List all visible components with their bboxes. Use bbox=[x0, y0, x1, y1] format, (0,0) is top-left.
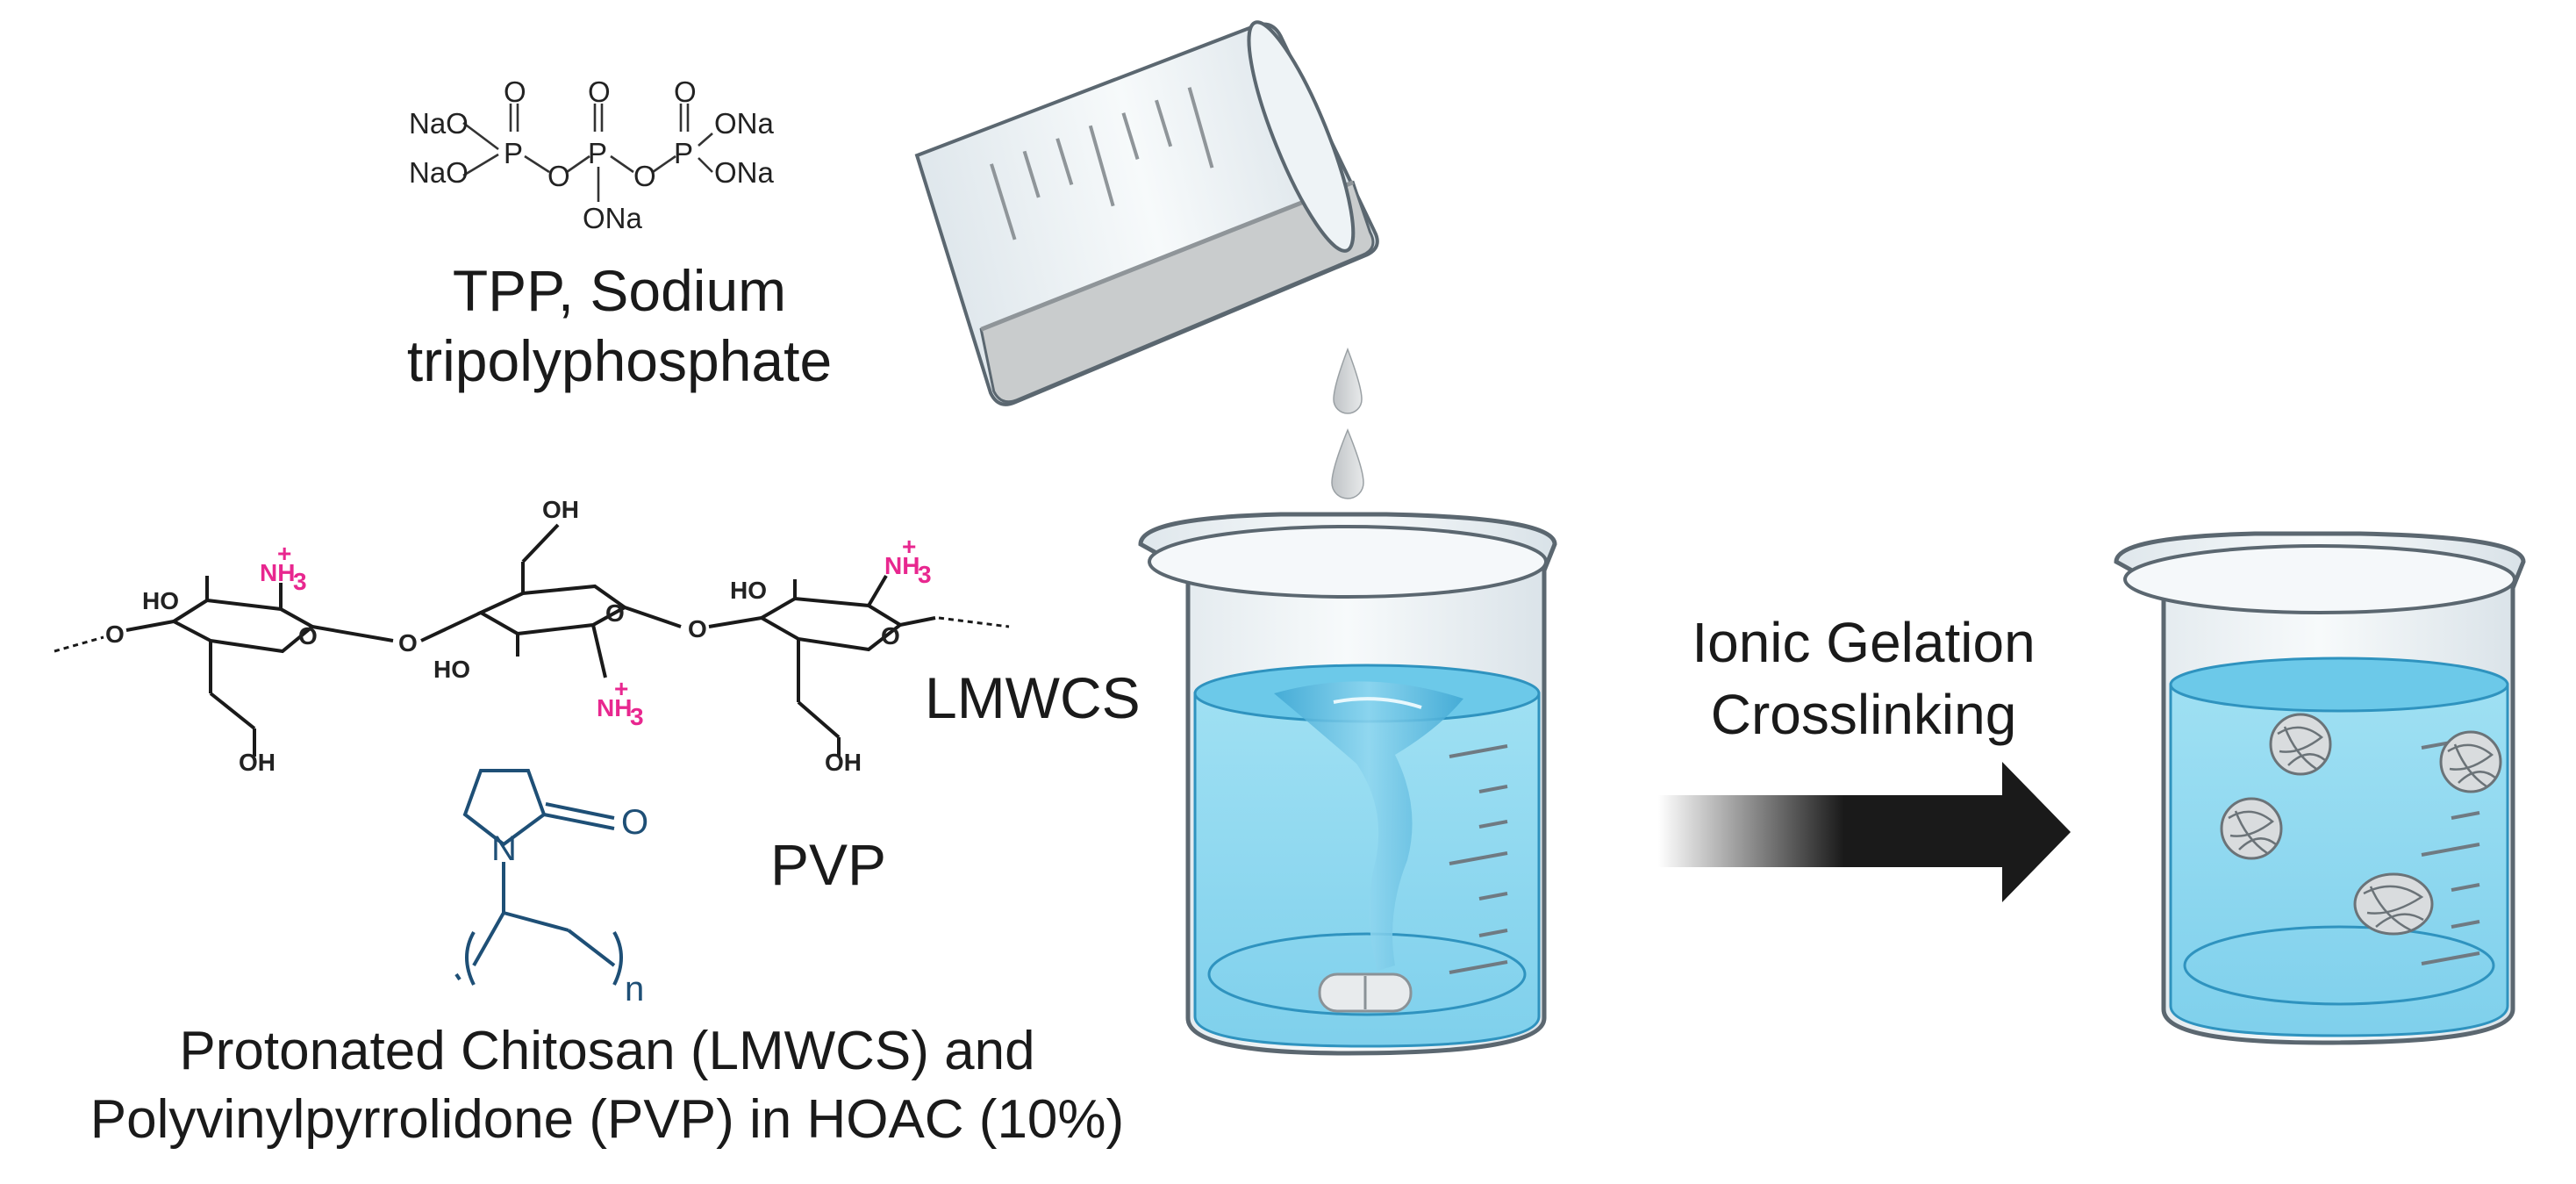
tpp-caption-line1: TPP, Sodium bbox=[453, 258, 786, 323]
chitosan-oh-bottom-left: OH bbox=[239, 749, 275, 776]
process-arrow bbox=[1658, 762, 2071, 902]
nanoparticle bbox=[2439, 730, 2502, 793]
chitosan-nh3-3: NH 3 + bbox=[884, 533, 932, 588]
pvp-structure bbox=[454, 769, 623, 986]
chitosan-o-link-1: O bbox=[398, 629, 418, 657]
svg-text:NH: NH bbox=[597, 694, 632, 721]
pvp-o: O bbox=[621, 803, 648, 842]
svg-text:3: 3 bbox=[293, 568, 307, 595]
chitosan-o-ring-1: O bbox=[298, 622, 318, 649]
tpp-p-1: P bbox=[504, 137, 523, 169]
svg-text:NH: NH bbox=[260, 559, 295, 586]
chitosan-oh-top: OH bbox=[542, 496, 579, 523]
svg-text:+: + bbox=[614, 675, 628, 702]
svg-text:3: 3 bbox=[918, 561, 932, 588]
mixture-caption-line1: Protonated Chitosan (LMWCS) and bbox=[179, 1021, 1034, 1081]
result-beaker bbox=[2114, 531, 2526, 1045]
process-line2: Crosslinking bbox=[1711, 683, 2017, 746]
tpp-atoms: NaO NaO O O O P P P O O ONa ONa ONa bbox=[409, 75, 775, 234]
svg-text:+: + bbox=[277, 540, 291, 567]
pvp-label: PVP bbox=[770, 832, 886, 897]
chitosan-oh-bottom-right: OH bbox=[825, 749, 862, 776]
tpp-p-2: P bbox=[588, 137, 607, 169]
tpp-o-bridge-2: O bbox=[633, 160, 656, 192]
chitosan-o-link-2: O bbox=[688, 615, 707, 642]
chitosan-o-link-left: O bbox=[105, 621, 125, 648]
chitosan-ho-right: HO bbox=[730, 577, 767, 604]
chitosan-ho-mid: HO bbox=[433, 656, 470, 683]
tpp-p-3: P bbox=[674, 137, 693, 169]
tpp-caption-line2: tripolyphosphate bbox=[407, 328, 832, 393]
svg-text:+: + bbox=[902, 533, 916, 560]
nanoparticle bbox=[2269, 713, 2332, 776]
pvp-atoms: N O n bbox=[491, 803, 648, 1008]
tpp-ona-right-2: ONa bbox=[714, 156, 775, 189]
tpp-drops bbox=[1331, 347, 1364, 499]
svg-text:3: 3 bbox=[630, 703, 644, 730]
svg-text:NH: NH bbox=[884, 552, 919, 579]
tpp-o-bridge-1: O bbox=[547, 160, 570, 192]
tpp-nao-2: NaO bbox=[409, 156, 469, 189]
chitosan-ho-left: HO bbox=[142, 587, 179, 614]
process-line1: Ionic Gelation bbox=[1692, 611, 2035, 674]
tpp-o-top-1: O bbox=[504, 75, 526, 108]
chitosan-nh3-1: NH 3 + bbox=[260, 540, 307, 595]
chitosan-nh3-2: NH 3 + bbox=[597, 675, 644, 730]
drop-2 bbox=[1331, 428, 1364, 499]
nanoparticle bbox=[2353, 872, 2434, 936]
chitosan-o-ring-3: O bbox=[881, 622, 900, 649]
stirring-beaker bbox=[1138, 512, 1557, 1056]
nanoparticle bbox=[2220, 797, 2283, 860]
pouring-beaker bbox=[914, 20, 1379, 406]
tpp-structure bbox=[462, 104, 713, 202]
drop-1 bbox=[1333, 347, 1363, 414]
tpp-ona-right-1: ONa bbox=[714, 107, 775, 140]
chitosan-o-ring-2: O bbox=[605, 599, 625, 627]
chitosan-atoms: O HO O OH O HO OH O O HO O OH NH 3 + NH … bbox=[105, 496, 932, 776]
tpp-ona-bottom: ONa bbox=[583, 202, 643, 234]
tpp-nao-1: NaO bbox=[409, 107, 469, 140]
stir-bar bbox=[1318, 972, 1413, 1013]
tpp-o-top-3: O bbox=[674, 75, 697, 108]
mixture-caption-line2: Polyvinylpyrrolidone (PVP) in HOAC (10%) bbox=[90, 1089, 1124, 1150]
pvp-n: N bbox=[491, 829, 517, 868]
beaker-label: LMWCS bbox=[925, 665, 1141, 730]
pvp-n-subscript: n bbox=[625, 970, 644, 1008]
chitosan-structure bbox=[54, 523, 1010, 757]
nanoparticles bbox=[2220, 713, 2502, 936]
tpp-o-top-2: O bbox=[588, 75, 611, 108]
